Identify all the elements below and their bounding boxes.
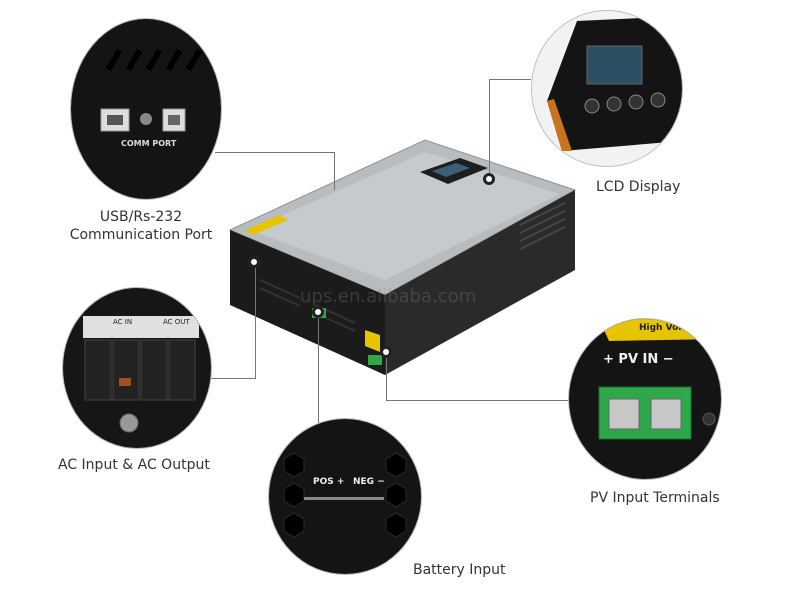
- callout-dot-lcd: [483, 173, 495, 185]
- connector-line-pv: [386, 354, 387, 401]
- pv-input-label: PV Input Terminals: [590, 490, 720, 506]
- callout-dot-pv: [380, 346, 392, 358]
- lcd-display-closeup: [531, 10, 683, 167]
- comm-port-text: COMM PORT: [121, 139, 177, 148]
- usb-port-closeup: COMM PORT: [70, 18, 222, 200]
- connector-line-battery: [318, 316, 319, 428]
- connector-line-ac-vert: [255, 266, 256, 379]
- battery-pos-text: POS +: [313, 477, 345, 487]
- pv-in-text: + PV IN −: [603, 352, 674, 367]
- connector-line-lcd: [489, 79, 531, 80]
- usb-port-label-line2: Communication Port: [69, 227, 213, 243]
- ac-out-text: AC OUT: [163, 318, 190, 326]
- usb-port-label: USB/Rs-232 Communication Port: [68, 208, 214, 244]
- connector-line-usb-vert: [334, 152, 335, 190]
- battery-input-closeup: POS + NEG −: [268, 418, 422, 575]
- lcd-display-label: LCD Display: [596, 179, 681, 195]
- ac-io-closeup: AC IN AC OUT: [62, 287, 212, 449]
- battery-neg-text: NEG −: [353, 477, 385, 487]
- battery-input-label: Battery Input: [413, 562, 506, 578]
- callout-dot-battery: [312, 306, 324, 318]
- connector-line-pv-horiz: [386, 400, 570, 401]
- pv-input-closeup: High Volta + PV IN −: [568, 318, 722, 480]
- ac-in-text: AC IN: [113, 318, 133, 326]
- connector-line-ac: [210, 378, 256, 379]
- usb-port-label-line1: USB/Rs-232: [99, 209, 183, 225]
- inverter-device: [228, 139, 577, 375]
- ac-io-label: AC Input & AC Output: [58, 457, 210, 473]
- watermark: ups.en.alibaba.com: [300, 286, 477, 307]
- pv-banner-text: High Volta: [639, 323, 692, 333]
- connector-line-usb: [215, 152, 335, 153]
- callout-dot-usb: [248, 256, 260, 268]
- connector-line-lcd-vert: [489, 79, 490, 179]
